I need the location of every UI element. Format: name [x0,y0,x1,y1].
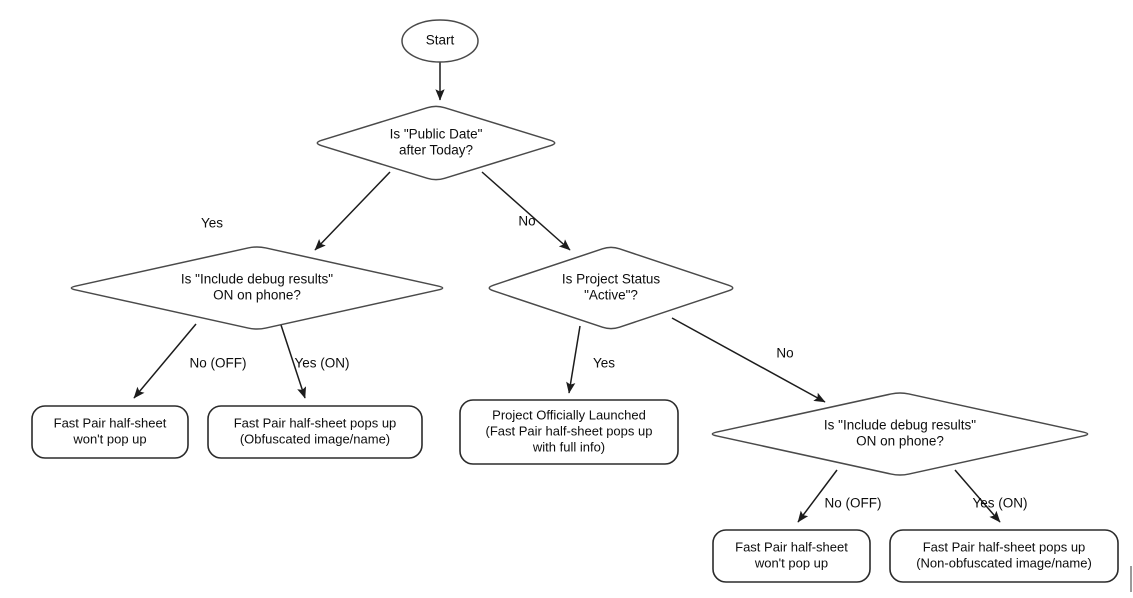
node-text-line: (Fast Pair half-sheet pops up [486,423,653,438]
edge-label-project-status-no: No [776,346,793,361]
edge-project-status-yes [566,325,581,394]
edge-label-debug-left-yes-on: Yes (ON) [294,356,349,371]
node-text-line: Fast Pair half-sheet pops up [234,415,397,430]
node-debug-left[interactable]: Is "Include debug results"ON on phone? [70,246,444,330]
edge-debug-left-yes-on [280,324,307,399]
edge-label-debug-left-no-off: No (OFF) [190,356,247,371]
node-left-on[interactable]: Fast Pair half-sheet pops up(Obfuscated … [207,405,423,459]
node-text-line: (Obfuscated image/name) [240,431,390,446]
node-text-line: (Non-obfuscated image/name) [916,555,1092,570]
diamond-shape [488,246,734,330]
edge-debug-right-yes-on [954,469,1001,523]
node-text-line: won't pop up [72,431,146,446]
node-text-line: "Active"? [584,288,638,303]
node-text-line: Is Project Status [562,272,661,287]
node-text-line: Project Officially Launched [492,407,646,422]
node-text-line: with full info) [532,439,605,454]
edge-label-debug-right-no-off: No (OFF) [825,496,882,511]
edge-label-project-status-yes: Yes [593,356,615,371]
diamond-shape [70,246,444,330]
edge-public-date-no [481,171,571,251]
node-text-line: ON on phone? [856,434,944,449]
node-text-line: Is "Include debug results" [824,418,976,433]
node-debug-right[interactable]: Is "Include debug results"ON on phone? [711,392,1089,476]
rounded-rect-shape [31,405,189,459]
node-start[interactable]: Start [401,19,479,63]
node-project-status[interactable]: Is Project Status"Active"? [488,246,734,330]
edge-project-status-no [671,317,826,403]
rounded-rect-shape [889,529,1119,583]
diamond-shape [316,105,556,181]
node-text-line: Is "Include debug results" [181,272,333,287]
ellipse-shape [401,19,479,63]
rounded-rect-shape [459,399,679,465]
edge-debug-right-no-off [797,469,838,523]
node-text-line: Fast Pair half-sheet [54,415,167,430]
edge-label-public-date-yes: Yes [201,216,223,231]
node-text-line: Fast Pair half-sheet [735,539,848,554]
rounded-rect-shape [207,405,423,459]
nodes-layer: Start Is "Public Date"after Today? Is "Inc… [31,19,1119,583]
node-right-on[interactable]: Fast Pair half-sheet pops up(Non-obfusca… [889,529,1119,583]
node-public-date[interactable]: Is "Public Date"after Today? [316,105,556,181]
node-text-line: Is "Public Date" [390,127,483,142]
node-text-line: won't pop up [754,555,828,570]
node-text-line: Fast Pair half-sheet pops up [923,539,1086,554]
edge-label-public-date-no: No [518,214,535,229]
rounded-rect-shape [712,529,871,583]
edge-debug-left-no-off [133,323,197,399]
node-text-line: Start [426,33,455,48]
page-edge-mark [1130,566,1132,592]
diamond-shape [711,392,1089,476]
node-text-line: ON on phone? [213,288,301,303]
edge-label-debug-right-yes-on: Yes (ON) [972,496,1027,511]
edges-layer [133,62,1001,523]
node-text-line: after Today? [399,143,473,158]
edge-public-date-yes [314,171,391,251]
node-launched[interactable]: Project Officially Launched(Fast Pair ha… [459,399,679,465]
